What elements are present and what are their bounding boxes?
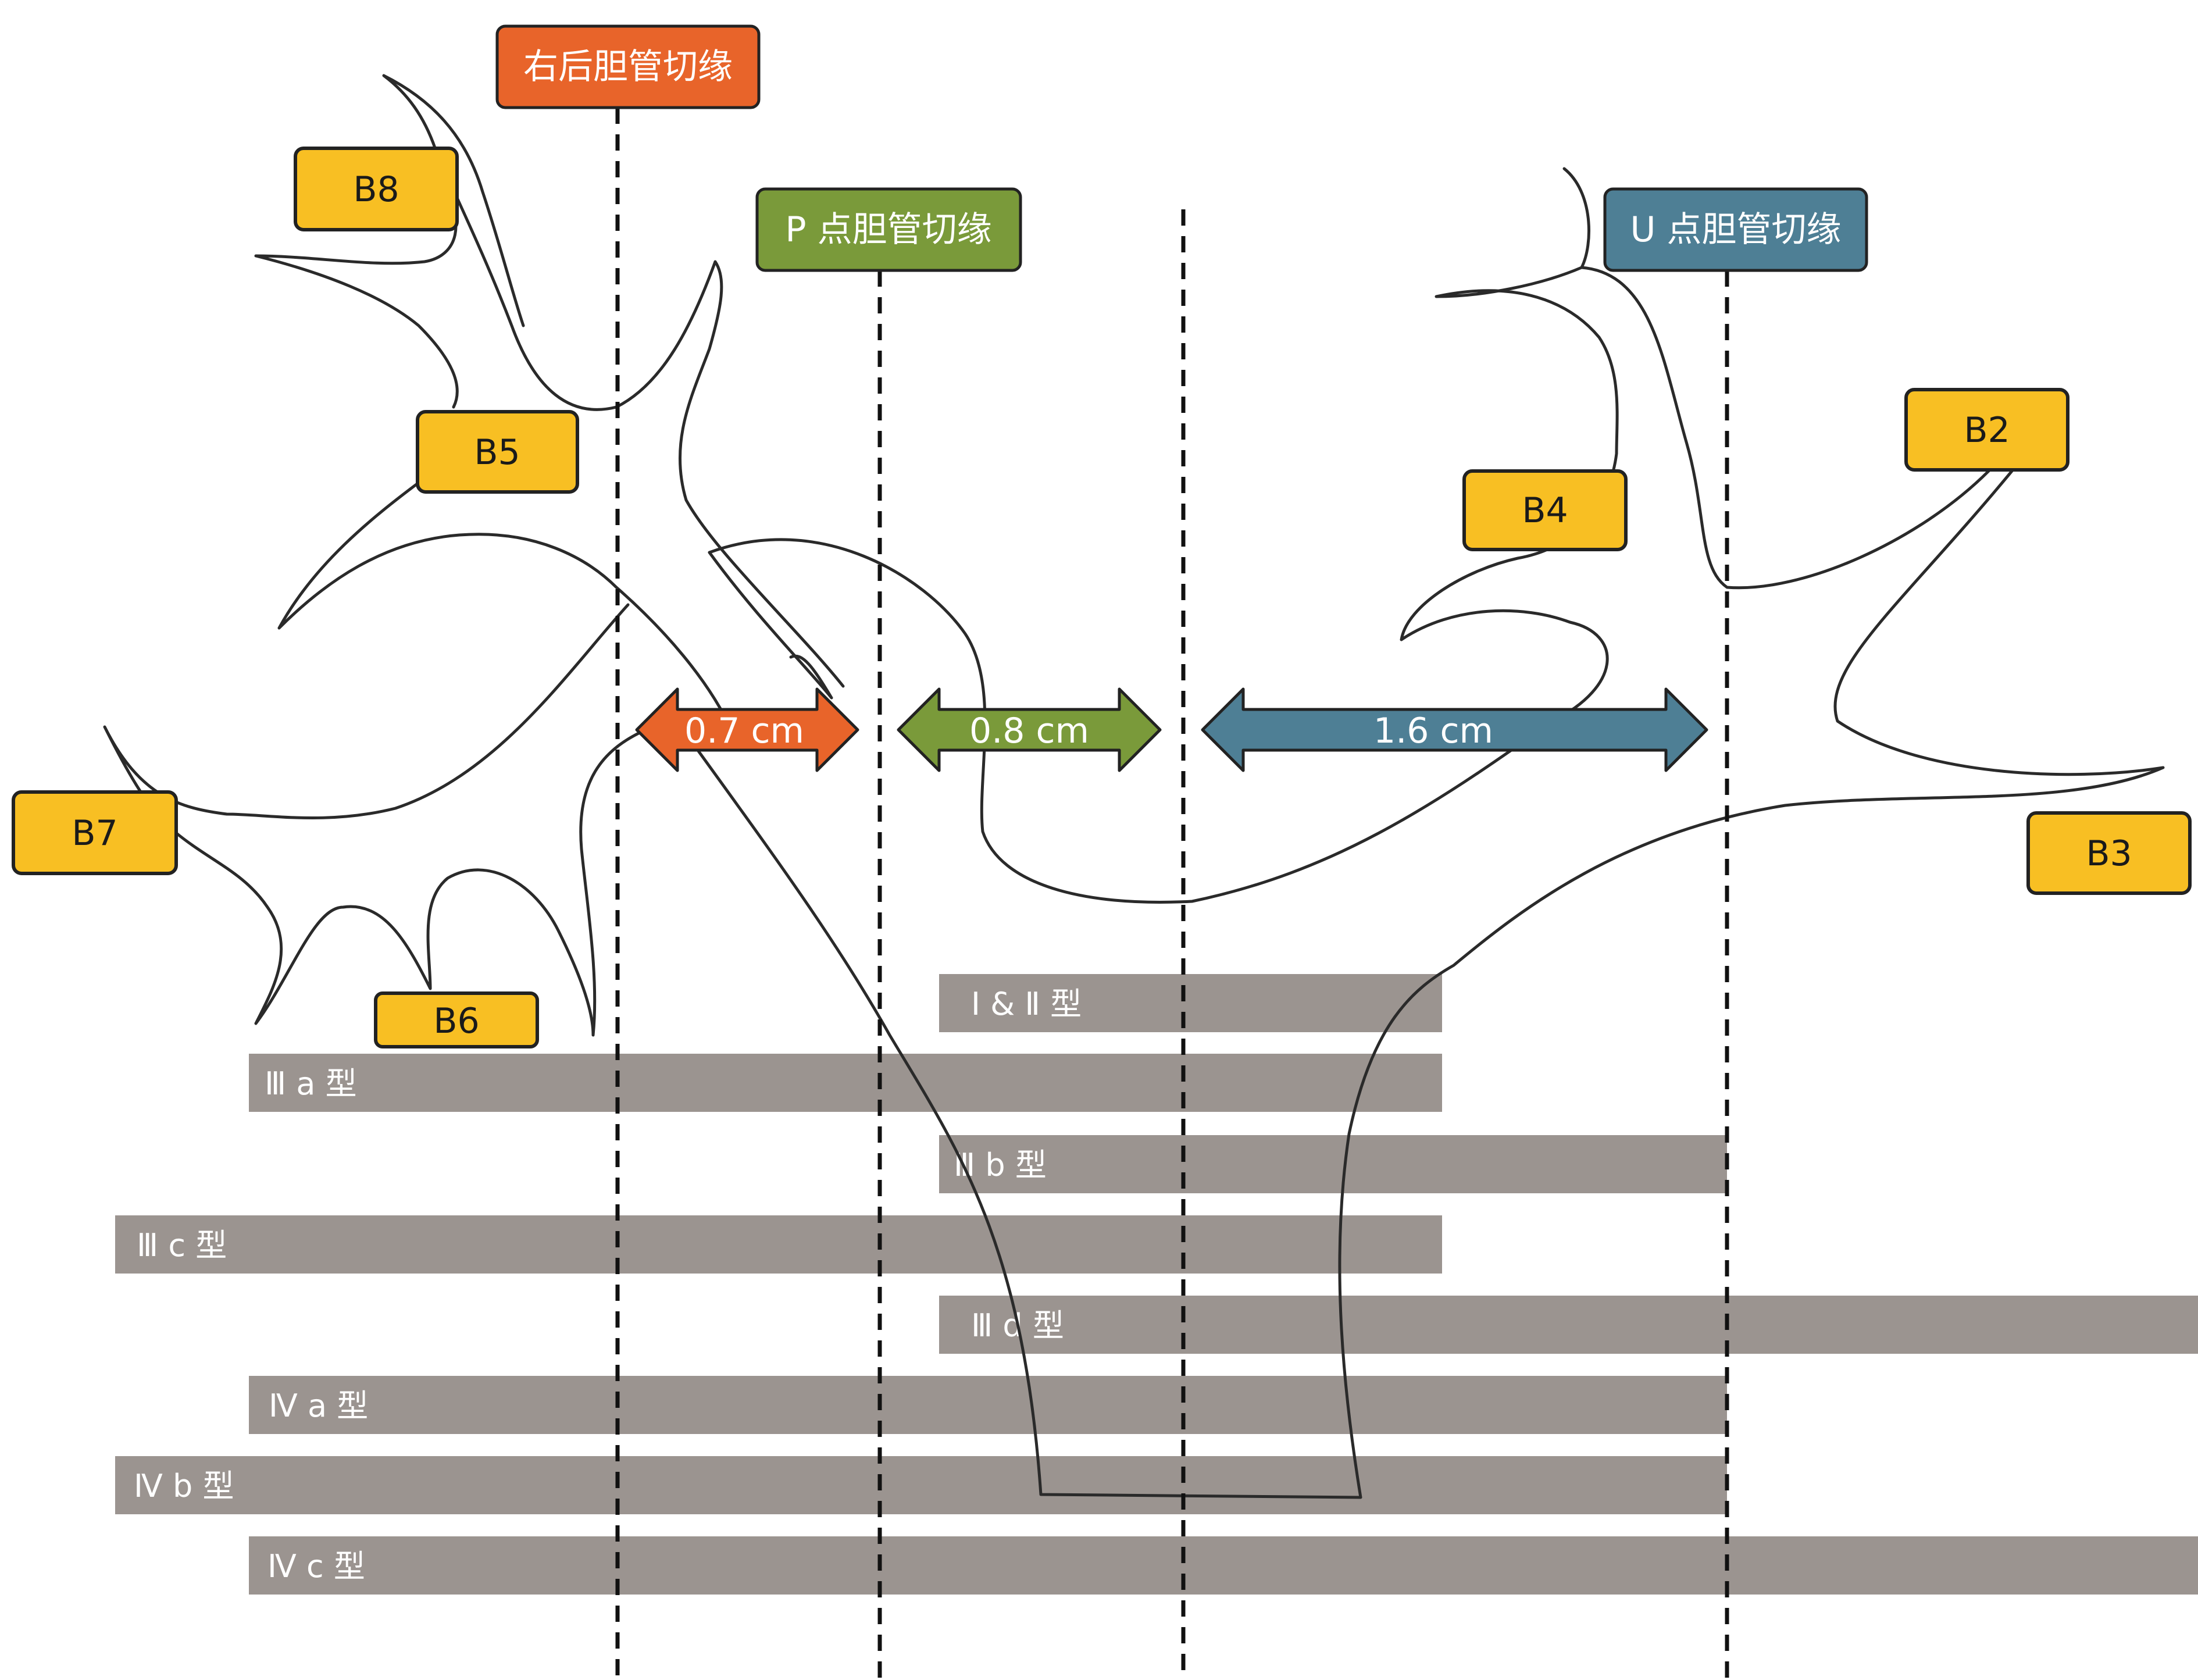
header-right-posterior: 右后胆管切缘 bbox=[495, 24, 761, 109]
type-bar-ivb: Ⅳ b 型 bbox=[115, 1456, 1727, 1514]
header-u-point-label: U 点胆管切缘 bbox=[1630, 209, 1842, 250]
type-bar-iiib: Ⅲ b 型 bbox=[939, 1135, 1727, 1193]
type-bar-label: Ⅲ c 型 bbox=[137, 1227, 227, 1264]
segment-b3: B3 bbox=[2026, 811, 2192, 895]
right-posterior-duct bbox=[103, 603, 641, 1037]
type-bar-iiic: Ⅲ c 型 bbox=[115, 1215, 1442, 1274]
distance-label-middle: 0.8 cm bbox=[969, 711, 1089, 751]
b4-tip bbox=[1562, 167, 1590, 269]
type-bar-label: Ⅰ & Ⅱ 型 bbox=[971, 986, 1082, 1022]
svg-text:B2: B2 bbox=[1964, 410, 2010, 451]
header-p-point-label: P 点胆管切缘 bbox=[785, 209, 991, 250]
left-hepatic-duct-upper bbox=[1580, 266, 1990, 590]
type-bar-i-ii: Ⅰ & Ⅱ 型 bbox=[939, 974, 1442, 1032]
svg-text:B5: B5 bbox=[474, 432, 520, 473]
type-bar-ivc: Ⅳ c 型 bbox=[249, 1536, 2198, 1595]
type-bar-iiid: Ⅲ d 型 bbox=[939, 1296, 2198, 1354]
bile-duct-tree bbox=[103, 74, 2165, 1499]
right-anterior-duct bbox=[382, 74, 845, 700]
header-u-point: U 点胆管切缘 bbox=[1603, 187, 1868, 272]
distance-arrow-left: 1.6 cm bbox=[1201, 687, 1708, 772]
header-right-posterior-label: 右后胆管切缘 bbox=[523, 47, 733, 87]
b8-branch bbox=[254, 184, 459, 409]
type-bar-label: Ⅲ a 型 bbox=[265, 1065, 357, 1102]
type-bar-label: Ⅲ b 型 bbox=[954, 1147, 1047, 1183]
distance-label-right: 0.7 cm bbox=[684, 711, 804, 751]
segment-b7: B7 bbox=[12, 790, 178, 875]
type-bars: Ⅰ & Ⅱ 型 Ⅲ a 型 Ⅲ b 型 Ⅲ c 型 Ⅲ d 型 Ⅳ a 型 Ⅳ … bbox=[115, 974, 2198, 1595]
header-p-point: P 点胆管切缘 bbox=[755, 187, 1022, 272]
b5-branch bbox=[277, 481, 734, 734]
svg-text:B6: B6 bbox=[433, 1001, 479, 1041]
cut-lines bbox=[615, 108, 1729, 1680]
segment-b8: B8 bbox=[294, 147, 459, 231]
type-bar-label: Ⅳ b 型 bbox=[134, 1468, 234, 1504]
type-bar-iva: Ⅳ a 型 bbox=[249, 1376, 1727, 1434]
segment-b5: B5 bbox=[416, 410, 579, 494]
svg-text:B3: B3 bbox=[2086, 833, 2132, 874]
b4-branch bbox=[708, 266, 1619, 904]
distance-arrow-right: 0.7 cm bbox=[635, 687, 859, 772]
common-bile-duct bbox=[696, 469, 2165, 1499]
type-bar-label: Ⅳ a 型 bbox=[269, 1387, 368, 1424]
svg-text:B7: B7 bbox=[72, 813, 117, 854]
segment-b6: B6 bbox=[374, 991, 539, 1048]
type-bar-label: Ⅳ c 型 bbox=[267, 1548, 365, 1585]
segment-b4: B4 bbox=[1462, 469, 1628, 551]
svg-text:B8: B8 bbox=[353, 169, 399, 210]
svg-text:B4: B4 bbox=[1522, 490, 1568, 531]
distance-arrow-middle: 0.8 cm bbox=[897, 687, 1162, 772]
segment-b2: B2 bbox=[1904, 388, 2069, 472]
distance-label-left: 1.6 cm bbox=[1373, 711, 1493, 751]
type-bar-iiia: Ⅲ a 型 bbox=[249, 1054, 1442, 1112]
